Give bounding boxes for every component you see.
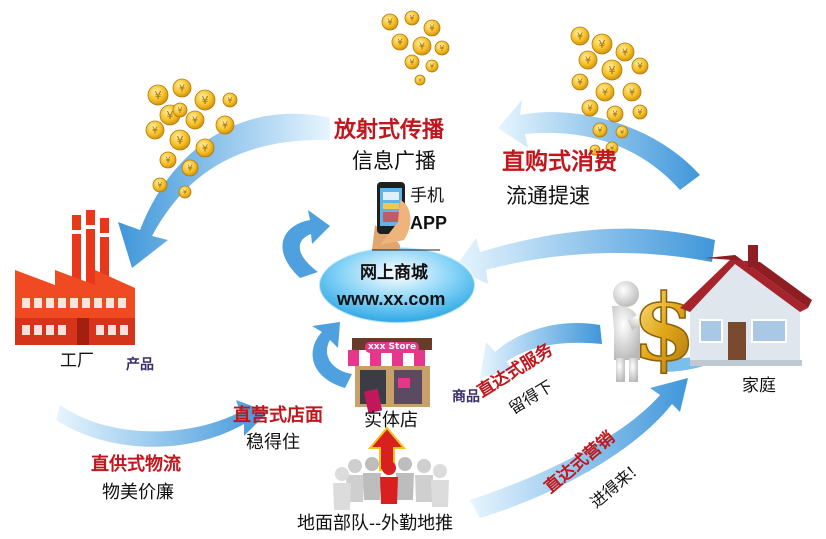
svg-text:¥: ¥	[387, 18, 393, 28]
smartphone-icon	[372, 182, 440, 251]
svg-text:¥: ¥	[599, 38, 606, 51]
svg-text:¥: ¥	[158, 181, 163, 190]
online-mall-ellipse	[319, 247, 475, 323]
arrow-direct-consume	[498, 100, 700, 190]
label-home: 家庭	[742, 376, 776, 396]
svg-text:¥: ¥	[410, 14, 415, 23]
arrow-small-upper-left	[282, 210, 330, 278]
svg-text:¥: ¥	[637, 62, 643, 72]
svg-text:¥: ¥	[577, 32, 583, 43]
svg-text:¥: ¥	[620, 128, 624, 136]
svg-text:¥: ¥	[429, 24, 435, 34]
label-fast-flow: 流通提速	[506, 184, 590, 208]
label-factory: 工厂	[60, 351, 94, 371]
label-radiate-broadcast: 放射式传播	[334, 117, 445, 143]
label-store-sign: xxx Store	[365, 342, 420, 353]
label-good-cheap: 物美价廉	[102, 482, 174, 503]
arrow-factory-to-store	[56, 400, 268, 447]
svg-text:¥: ¥	[629, 88, 635, 99]
svg-text:¥: ¥	[585, 56, 591, 67]
label-product-left: 产品	[126, 357, 154, 373]
label-info-broadcast: 信息广播	[352, 149, 436, 173]
svg-text:¥: ¥	[612, 110, 618, 120]
svg-text:¥: ¥	[587, 104, 593, 114]
svg-text:¥: ¥	[418, 78, 422, 84]
arrow-small-lower-left	[312, 322, 352, 388]
svg-text:¥: ¥	[638, 108, 643, 117]
arrow-team-to-home	[470, 378, 688, 518]
svg-text:¥: ¥	[622, 48, 628, 59]
svg-text:$: $	[632, 274, 696, 382]
svg-text:¥: ¥	[183, 188, 187, 196]
svg-text:¥: ¥	[167, 109, 174, 122]
svg-text:¥: ¥	[609, 64, 616, 77]
label-mall-url: www.xx.com	[337, 289, 446, 309]
svg-text:¥: ¥	[397, 38, 403, 48]
dollar-man-icon: $	[612, 273, 697, 383]
svg-text:¥: ¥	[222, 121, 228, 132]
label-phone: 手机	[410, 186, 444, 206]
svg-text:¥: ¥	[202, 144, 208, 155]
svg-text:¥: ¥	[192, 116, 198, 127]
svg-text:¥: ¥	[178, 106, 183, 115]
coin-cluster-icon: ¥ ¥ ¥ ¥ ¥ ¥ ¥ ¥ ¥	[381, 10, 450, 86]
svg-text:¥: ¥	[165, 156, 171, 166]
svg-text:¥: ¥	[202, 94, 209, 107]
label-physical-store: 实体店	[364, 410, 418, 431]
svg-text:¥: ¥	[440, 44, 445, 53]
label-app: APP	[410, 213, 448, 233]
svg-text:¥: ¥	[577, 78, 583, 88]
svg-text:¥: ¥	[593, 148, 597, 154]
svg-text:¥: ¥	[152, 126, 158, 137]
svg-text:¥: ¥	[598, 126, 603, 135]
svg-text:¥: ¥	[187, 164, 193, 174]
label-steady: 稳得住	[246, 432, 300, 453]
label-direct-logistics: 直供式物流	[91, 454, 181, 475]
arrow-home-to-mall	[455, 228, 715, 284]
svg-text:¥: ¥	[419, 42, 425, 53]
svg-text:¥: ¥	[177, 134, 184, 147]
svg-text:¥: ¥	[155, 89, 162, 102]
svg-text:¥: ¥	[179, 84, 185, 95]
people-team-icon	[333, 457, 449, 510]
label-online-mall: 网上商城	[360, 263, 428, 283]
label-direct-store: 直营式店面	[233, 405, 323, 426]
coin-cluster-icon: ¥¥¥¥¥¥¥¥¥¥¥¥¥¥¥	[145, 78, 238, 199]
arrow-home-to-store	[480, 323, 602, 378]
factory-icon	[15, 210, 135, 345]
svg-text:¥: ¥	[410, 58, 415, 67]
coin-cluster-icon: ¥¥¥¥¥¥¥¥¥¥¥¥¥¥¥¥	[570, 26, 649, 156]
label-ground-team: 地面部队--外勤地推	[297, 513, 454, 534]
label-direct-consume: 直购式消费	[502, 148, 617, 175]
svg-text:¥: ¥	[228, 96, 233, 105]
label-product-right: 商品	[452, 389, 480, 405]
svg-text:¥: ¥	[602, 88, 608, 99]
svg-text:¥: ¥	[610, 144, 614, 152]
house-icon	[680, 245, 812, 366]
svg-text:¥: ¥	[430, 62, 434, 70]
